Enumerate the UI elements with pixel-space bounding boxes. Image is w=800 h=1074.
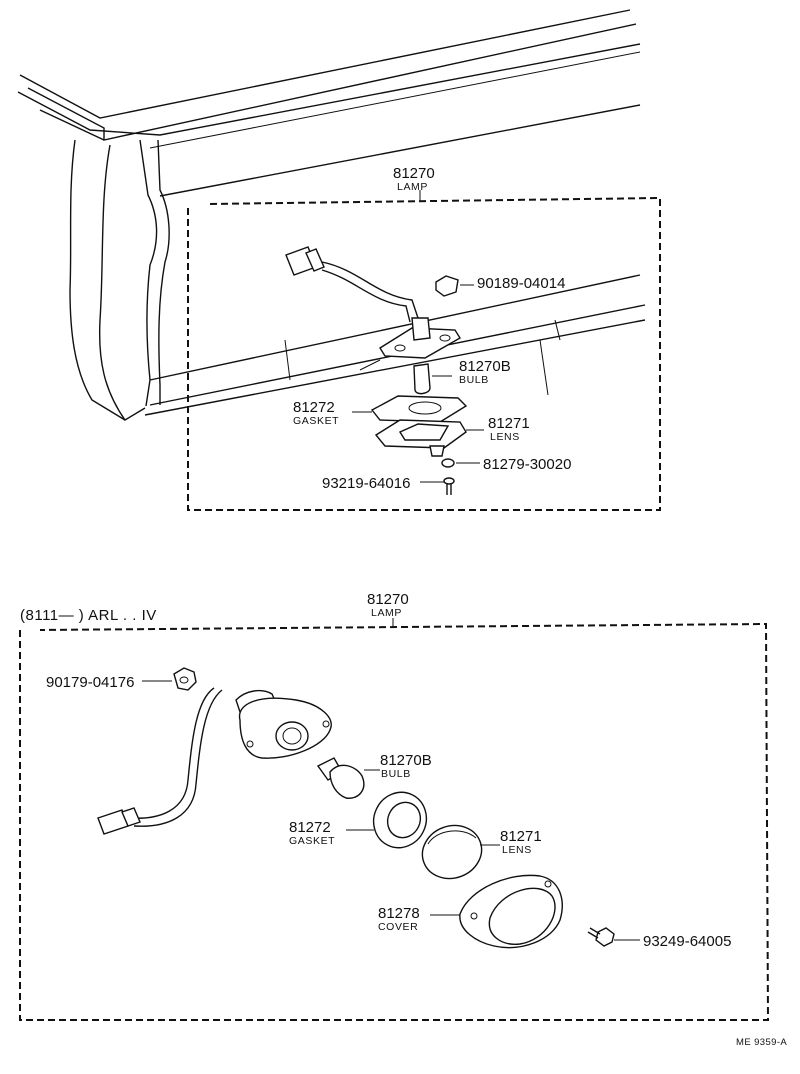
top-part-name-gasket: GASKET [293, 415, 339, 427]
bottom-part-number-nut: 90179-04176 [46, 674, 134, 691]
bottom-part-name-lens: LENS [502, 844, 532, 856]
top-lamp-assembly-box [187, 196, 661, 511]
top-assembly-name: LAMP [397, 181, 428, 193]
bottom-assembly-name: LAMP [371, 607, 402, 619]
bottom-part-name-gasket: GASKET [289, 835, 335, 847]
bottom-cover-icon [459, 874, 563, 949]
top-gasket-icon [370, 395, 468, 423]
top-assembly-number: 81270 [393, 165, 435, 182]
bottom-part-name-cover: COVER [378, 921, 418, 933]
bottom-part-number-screw: 93249-64005 [643, 933, 731, 950]
bottom-lens-icon [421, 824, 483, 880]
bottom-lamp-assembly-box [19, 622, 770, 1021]
bottom-part-number-lens: 81271 [500, 828, 542, 845]
bottom-socket-housing [97, 687, 332, 835]
top-lens-icon [374, 419, 467, 457]
top-lamp-housing [379, 317, 461, 359]
bottom-part-number-cover: 81278 [378, 905, 420, 922]
bottom-applicability-note: (8111— ) ARL . . IV [20, 607, 157, 624]
top-screw-icon [443, 477, 455, 495]
bottom-gasket-icon [372, 791, 428, 849]
bottom-assembly-number: 81270 [367, 591, 409, 608]
top-part-number-gasket: 81272 [293, 399, 335, 416]
top-wire-harness [285, 246, 419, 323]
figure-reference: ME 9359-A [736, 1037, 787, 1048]
top-part-number-clip: 90189-04014 [477, 275, 565, 292]
top-washer-icon [441, 458, 455, 468]
bottom-screw-icon [587, 927, 615, 947]
top-part-name-lens: LENS [490, 431, 520, 443]
top-clip-icon [435, 275, 459, 297]
bottom-part-number-bulb: 81270B [380, 752, 432, 769]
bottom-part-name-bulb: BULB [381, 768, 411, 780]
top-part-number-screw: 93219-64016 [322, 475, 410, 492]
top-part-number-lens: 81271 [488, 415, 530, 432]
truck-bed-illustration [17, 9, 646, 421]
top-part-number-washer: 81279-30020 [483, 456, 571, 473]
bottom-nut-icon [173, 667, 197, 691]
bottom-bulb-icon [316, 757, 365, 799]
bottom-part-number-gasket: 81272 [289, 819, 331, 836]
top-part-name-bulb: BULB [459, 374, 489, 386]
top-bulb-icon [413, 363, 431, 395]
top-part-number-bulb: 81270B [459, 358, 511, 375]
